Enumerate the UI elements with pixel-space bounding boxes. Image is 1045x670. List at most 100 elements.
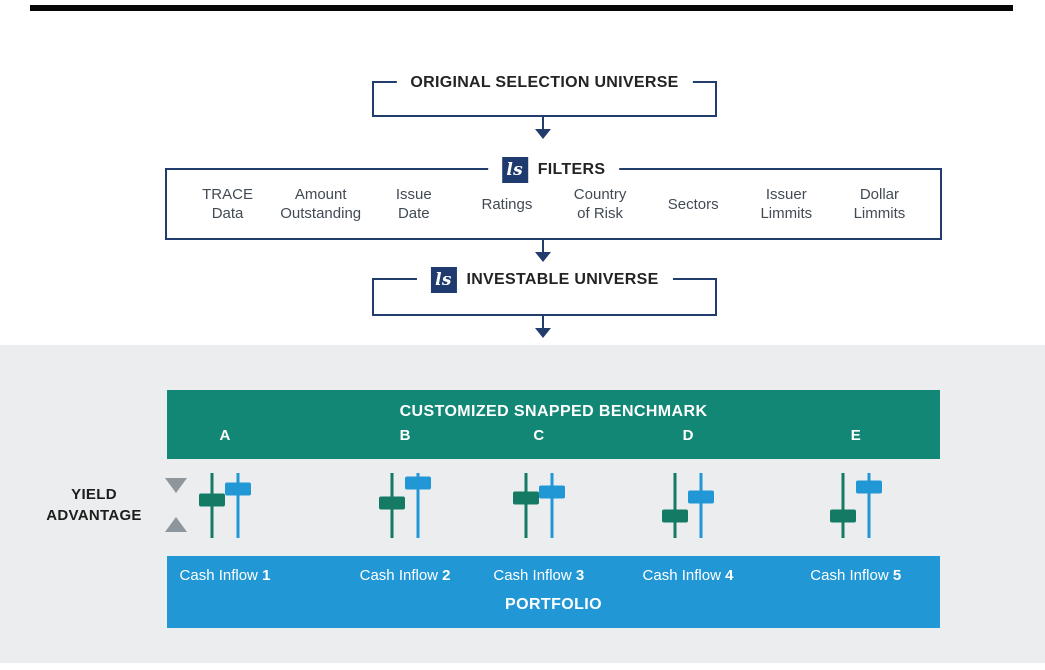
- portfolio-bar: Cash Inflow 1 Cash Inflow 2 Cash Inflow …: [167, 556, 940, 628]
- cash-inflow-4: Cash Inflow 4: [643, 567, 734, 584]
- cash-inflow-text: Cash Inflow: [810, 567, 889, 584]
- slider-track: [524, 473, 528, 538]
- slider-handle: [198, 493, 225, 507]
- slider-handle: [855, 480, 882, 494]
- filter-item-trace-data: TRACE Data: [181, 185, 274, 223]
- filters-box: ls FILTERS TRACE Data Amount Outstanding…: [165, 157, 942, 240]
- cash-inflow-text: Cash Inflow: [359, 567, 439, 584]
- cash-inflow-3: Cash Inflow 3: [493, 567, 584, 584]
- portfolio-slider: [855, 473, 882, 538]
- yield-advantage-label: YIELD ADVANTAGE: [30, 484, 158, 526]
- filter-line: Outstanding: [280, 205, 362, 222]
- slider-track: [867, 473, 871, 538]
- portfolio-slider: [538, 473, 565, 538]
- filter-line: Limmits: [853, 205, 906, 222]
- benchmark-slider: [379, 473, 406, 538]
- slider-handle: [512, 491, 539, 505]
- filter-line: Issue: [395, 186, 432, 203]
- portfolio-slider: [405, 473, 432, 538]
- slider-handle: [405, 476, 432, 490]
- filter-line: Amount: [294, 186, 347, 203]
- portfolio-title: PORTFOLIO: [505, 596, 602, 613]
- benchmark-header-bar: CUSTOMIZED SNAPPED BENCHMARK A B C D E: [167, 390, 940, 459]
- slider-pair-a: [197, 473, 253, 538]
- benchmark-column-a: A: [219, 427, 231, 444]
- filter-item-issuer-limmits: Issuer Limmits: [740, 185, 833, 223]
- cash-inflow-number: 3: [575, 567, 585, 584]
- slider-track: [699, 473, 703, 538]
- top-divider-bar: [30, 5, 1013, 11]
- filters-label: ls FILTERS: [487, 157, 620, 183]
- filter-line: of Risk: [577, 205, 623, 222]
- slider-handle: [379, 496, 406, 510]
- arrow-head: [535, 252, 551, 262]
- investable-universe-title: INVESTABLE UNIVERSE: [466, 271, 659, 288]
- yield-sliders-row: [167, 473, 940, 538]
- arrow-head: [535, 328, 551, 338]
- arrow-head: [535, 129, 551, 139]
- benchmark-column-c: C: [533, 427, 545, 444]
- original-universe-title: ORIGINAL SELECTION UNIVERSE: [410, 74, 679, 91]
- slider-track: [236, 473, 240, 538]
- cash-inflow-number: 4: [725, 567, 734, 584]
- filter-line: Data: [211, 205, 244, 222]
- investable-universe-label: ls INVESTABLE UNIVERSE: [416, 267, 673, 293]
- benchmark-slider: [662, 473, 688, 538]
- benchmark-column-e: E: [850, 427, 861, 444]
- arrow-line: [542, 314, 544, 328]
- cash-inflow-5: Cash Inflow 5: [810, 567, 901, 584]
- filter-line: Limmits: [760, 205, 813, 222]
- filter-line: TRACE: [202, 186, 253, 203]
- filter-item-issue-date: Issue Date: [367, 185, 460, 223]
- ls-logo-icon: ls: [430, 267, 457, 293]
- benchmark-portfolio-panel: CUSTOMIZED SNAPPED BENCHMARK A B C D E Y…: [0, 345, 1045, 663]
- filter-item-dollar-limmits: Dollar Limmits: [833, 185, 926, 223]
- benchmark-slider: [829, 473, 856, 538]
- cash-inflow-2: Cash Inflow 2: [360, 567, 451, 584]
- triangle-down-icon: [165, 478, 187, 493]
- slider-track: [416, 473, 420, 538]
- slider-pair-b: [377, 473, 433, 538]
- yield-advantage-line2: ADVANTAGE: [46, 507, 142, 524]
- cash-inflow-text: Cash Inflow: [179, 567, 258, 584]
- slider-handle: [538, 485, 565, 499]
- filter-line: Sectors: [667, 195, 719, 213]
- filter-item-ratings: Ratings: [460, 195, 553, 214]
- yield-advantage-line1: YIELD: [71, 486, 117, 503]
- portfolio-slider: [224, 473, 251, 538]
- slider-pair-c: [511, 473, 567, 538]
- slider-handle: [662, 509, 688, 523]
- filter-line: Country: [573, 186, 627, 203]
- portfolio-slider: [688, 473, 714, 538]
- down-arrow-icon: [535, 115, 551, 139]
- slider-track: [841, 473, 845, 538]
- cash-inflow-number: 1: [262, 567, 271, 584]
- down-arrow-icon: [535, 314, 551, 338]
- filter-item-sectors: Sectors: [647, 195, 740, 214]
- benchmark-slider: [198, 473, 225, 538]
- original-universe-box: ORIGINAL SELECTION UNIVERSE: [372, 74, 717, 117]
- slider-handle: [688, 490, 714, 504]
- arrow-line: [542, 115, 544, 129]
- ls-logo-icon: ls: [501, 157, 528, 183]
- down-arrow-icon: [535, 238, 551, 262]
- investable-universe-box: ls INVESTABLE UNIVERSE: [372, 267, 717, 316]
- filter-line: Date: [397, 205, 430, 222]
- slider-pair-d: [660, 473, 716, 538]
- arrow-line: [542, 238, 544, 252]
- benchmark-column-b: B: [399, 427, 411, 444]
- filter-line: Dollar: [859, 186, 900, 203]
- cash-inflow-text: Cash Inflow: [493, 567, 572, 584]
- slider-track: [673, 473, 677, 538]
- slider-track: [550, 473, 554, 538]
- filter-line: Issuer: [765, 186, 807, 203]
- filters-title: FILTERS: [537, 161, 606, 178]
- filter-item-amount-outstanding: Amount Outstanding: [274, 185, 367, 223]
- filter-list: TRACE Data Amount Outstanding Issue Date…: [167, 170, 940, 238]
- slider-handle: [829, 509, 856, 523]
- triangle-up-icon: [165, 517, 187, 532]
- original-universe-label: ORIGINAL SELECTION UNIVERSE: [396, 74, 693, 92]
- filter-line: Ratings: [481, 195, 533, 213]
- cash-inflow-number: 2: [442, 567, 451, 584]
